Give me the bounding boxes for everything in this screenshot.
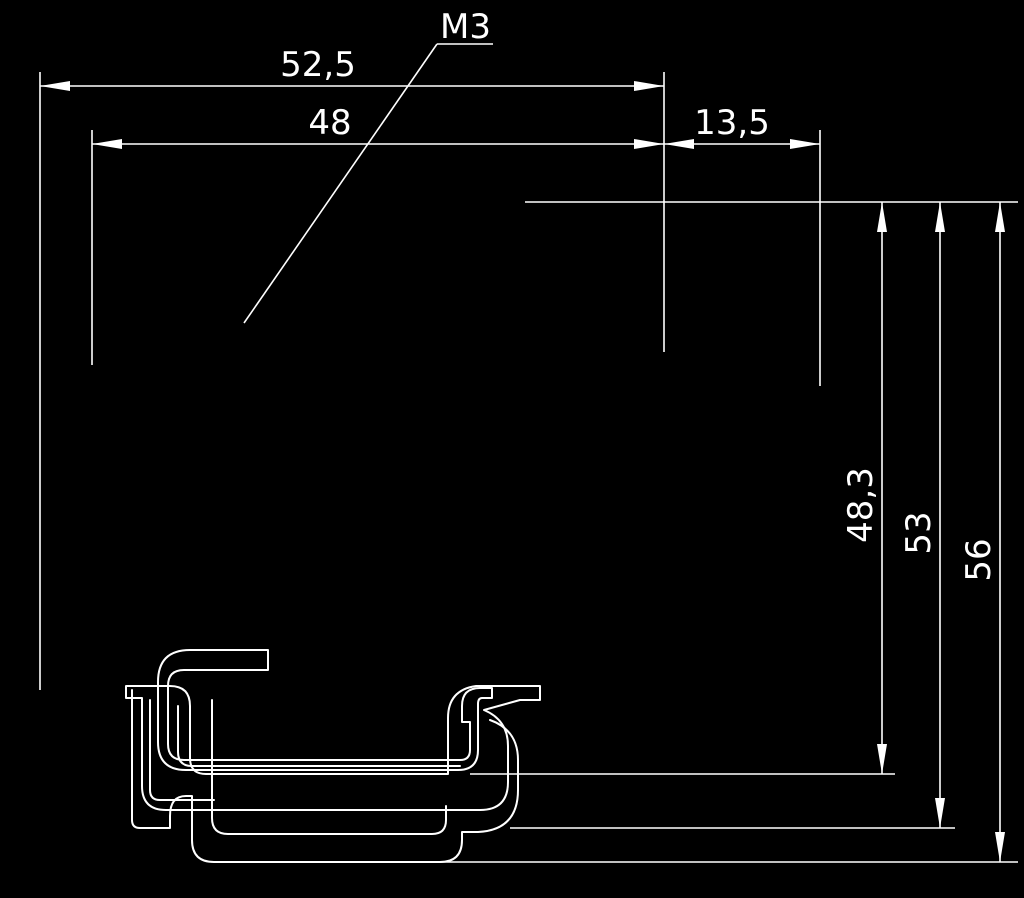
dimension-label-height-c: 56 bbox=[959, 538, 999, 581]
dimension-label-height-a: 48,3 bbox=[841, 467, 881, 543]
rail-profile bbox=[125, 649, 541, 863]
dimension-flange-width: 13,5 bbox=[664, 103, 820, 149]
dimension-label-overall-width: 52,5 bbox=[280, 45, 356, 85]
dimension-label-flange-width: 13,5 bbox=[694, 103, 770, 143]
dimension-height-b: 53 bbox=[899, 202, 945, 828]
profile-web bbox=[149, 699, 215, 801]
thread-label: M3 bbox=[440, 7, 491, 47]
dimension-height-a: 48,3 bbox=[841, 202, 887, 774]
profile-channel bbox=[211, 699, 447, 835]
dimension-overall-width: 52,5 bbox=[40, 45, 664, 91]
dimension-label-inner-width: 48 bbox=[308, 103, 351, 143]
profile-middle bbox=[125, 685, 541, 811]
profile-outer bbox=[131, 689, 519, 863]
thread-leader: M3 bbox=[243, 7, 493, 324]
profile-lip bbox=[177, 705, 461, 767]
dimension-inner-width: 48 bbox=[92, 103, 664, 149]
dimension-height-c: 56 bbox=[959, 202, 1005, 862]
dimension-label-height-b: 53 bbox=[899, 511, 939, 554]
bracket-top bbox=[157, 649, 493, 771]
extension-lines bbox=[39, 72, 1018, 863]
